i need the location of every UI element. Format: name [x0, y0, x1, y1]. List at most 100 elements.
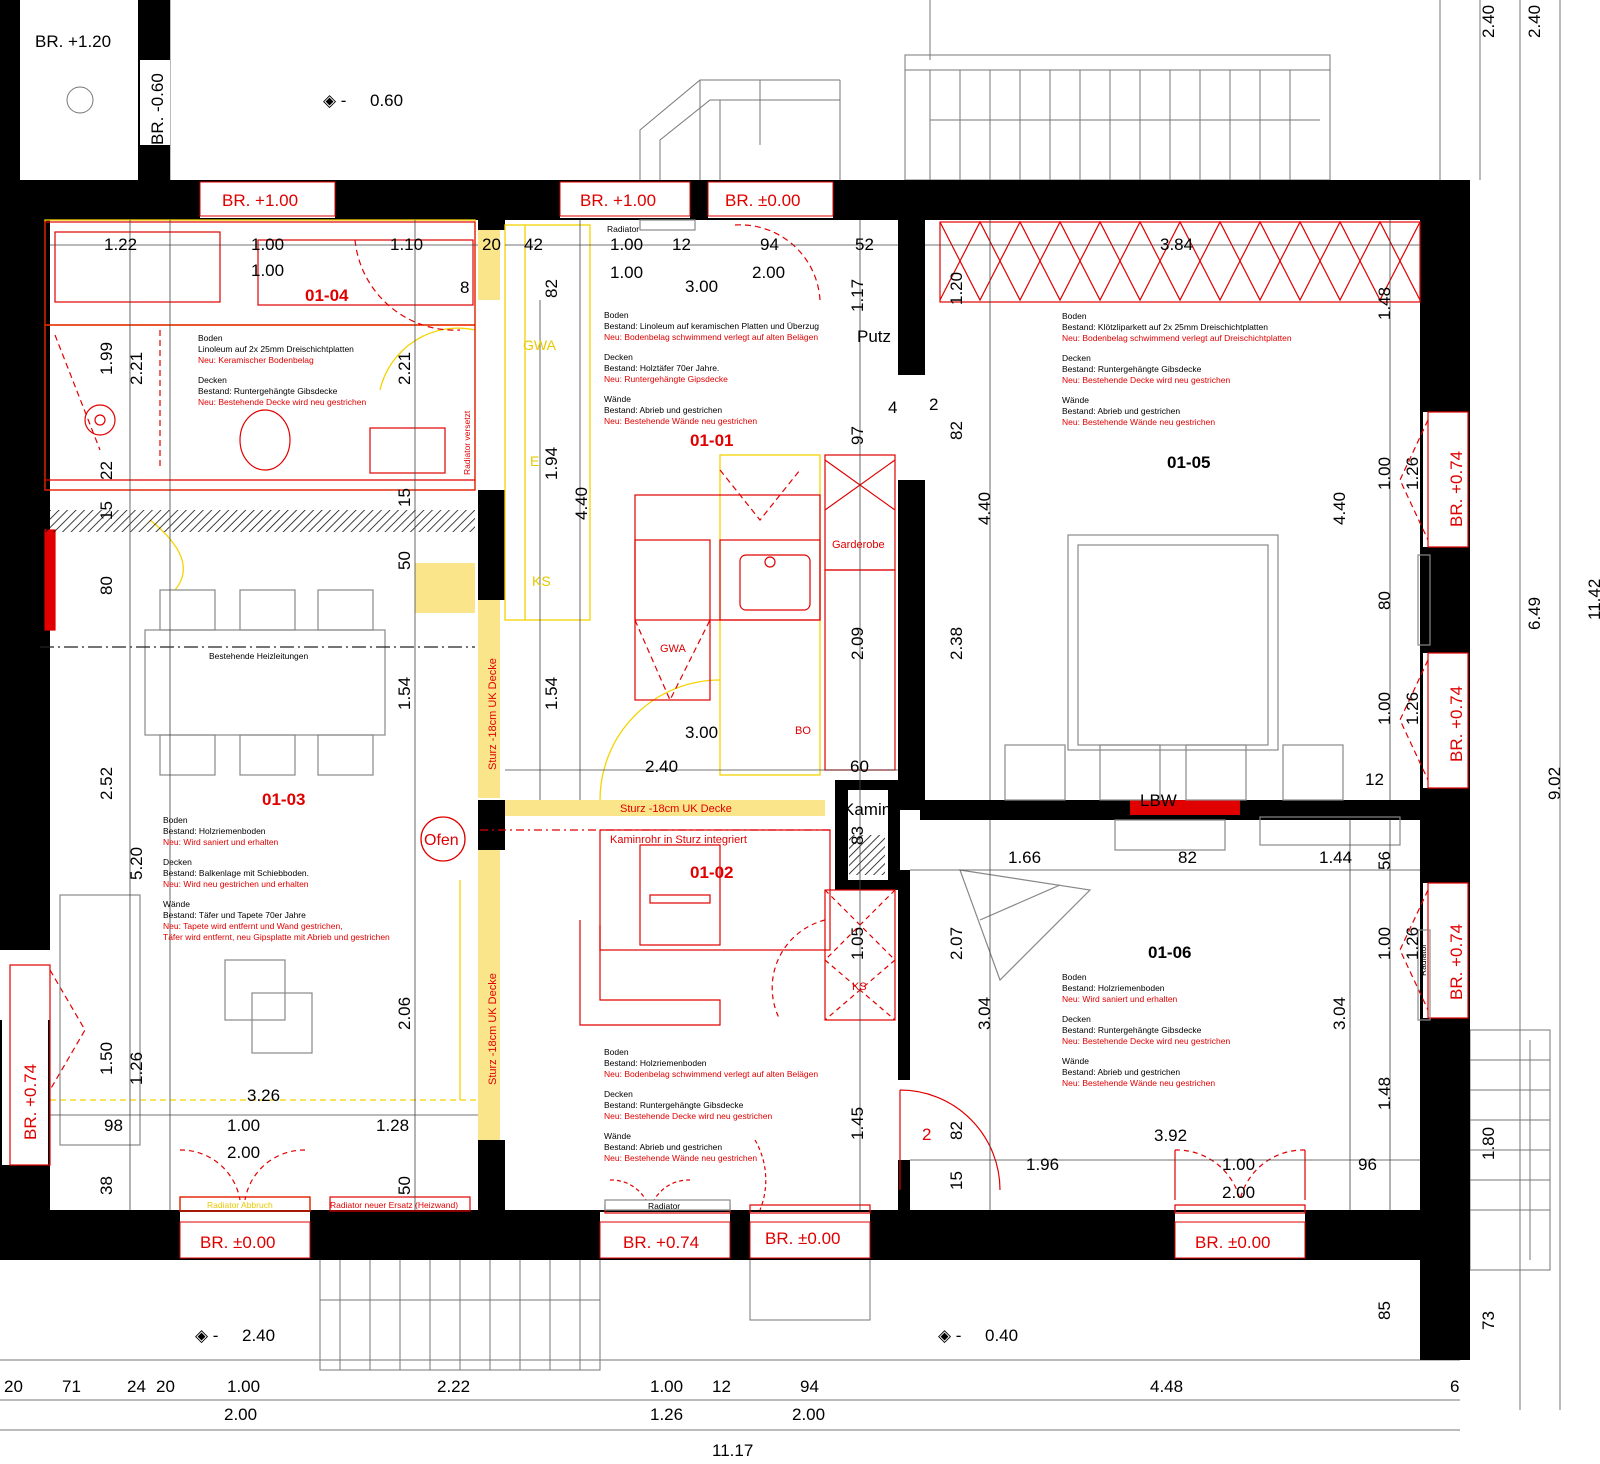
kamin-hatch: [849, 835, 885, 875]
garderobe-label: Garderobe: [832, 539, 885, 551]
dim: 94: [760, 235, 779, 254]
note-line: Wände: [163, 899, 190, 909]
radiator-right-2-label: Radiator: [1418, 944, 1428, 976]
dim-vertical: 1.26: [1403, 927, 1422, 960]
dim: 2.00: [224, 1405, 257, 1424]
room-01-03-id: 01-03: [262, 790, 305, 809]
ofen-label: Ofen: [424, 832, 459, 849]
dim: 20: [902, 235, 921, 254]
dim: 71: [62, 1377, 81, 1396]
level-bottom-left-label: 2.40: [242, 1326, 275, 1345]
dim-vertical: 1.00: [1375, 692, 1394, 725]
dim-vertical: 73: [1479, 1311, 1498, 1330]
dim-vertical: 1.00: [1375, 927, 1394, 960]
dim: 1.22: [104, 235, 137, 254]
dim: 3.84: [1160, 235, 1193, 254]
e-label: E: [530, 453, 539, 469]
dim: 1.00: [1222, 1155, 1255, 1174]
dim-vertical: 80: [1375, 591, 1394, 610]
note-line: Bestand: Holzriemenboden: [1062, 983, 1165, 993]
gray-furniture: [59, 219, 1431, 1211]
notes-01-02: Boden Bestand: Holzriemenboden Neu: Bode…: [604, 1047, 818, 1163]
note-line: Bestand: Abrieb und gestrichen: [1062, 406, 1180, 416]
dims-bottom: 20 71 24 20 1.00 2.22 1.00 12 94 4.48 6 …: [4, 1377, 1459, 1460]
putz-label: Putz: [857, 327, 891, 346]
dim-vertical: 1.26: [127, 1052, 146, 1085]
dim: 6: [1450, 1377, 1459, 1396]
sturz-bar: [505, 800, 825, 816]
opening-bottom-1-label: BR. ±0.00: [200, 1233, 275, 1252]
dim: 52: [855, 235, 874, 254]
br-top-left-label: BR. +1.20: [35, 32, 111, 51]
opening-right-3-label: BR. +0.74: [1447, 924, 1466, 1000]
note-line: Bestand: Runtergehängte Gibsdecke: [604, 1100, 744, 1110]
note-line: Boden: [604, 1047, 629, 1057]
dim-vertical: 50: [395, 1176, 414, 1195]
opening-left-1-label: BR. +0.74: [21, 1064, 40, 1140]
lbw-wall: [1130, 800, 1240, 815]
dim: 1.10: [390, 235, 423, 254]
dim-vertical: 1.00: [1375, 457, 1394, 490]
note-line: Bestand: Abrieb und gestrichen: [604, 1142, 722, 1152]
dim: 3.26: [247, 1086, 280, 1105]
note-line: Neu: Bodenbelag schwimmend verlegt auf a…: [604, 1069, 818, 1079]
note-line: Bestand: Holzriemenboden: [604, 1058, 707, 1068]
opening-top-3-label: BR. ±0.00: [725, 191, 800, 210]
dim: 1.00: [251, 261, 284, 280]
dim: 1.44: [1319, 848, 1352, 867]
dim-vertical: 15: [395, 488, 414, 507]
dim-vertical: 2.21: [127, 352, 146, 385]
dim-vertical: 2.52: [97, 767, 116, 800]
note-line: Neu: Bestehende Decke wird neu gestriche…: [1062, 375, 1230, 385]
note-line: Decken: [198, 375, 227, 385]
note-line: Boden: [1062, 972, 1087, 982]
context-lines: [0, 0, 1561, 1431]
gwa-yellow-label: GWA: [523, 337, 557, 353]
dim: 8: [460, 278, 469, 297]
dimension-lines: [50, 220, 1420, 1210]
dim-vertical: 5.20: [127, 847, 146, 880]
dim: 12: [1365, 770, 1384, 789]
room-01-06-id: 01-06: [1148, 943, 1191, 962]
radiator-versetzt-label: Radiator versetzt: [462, 410, 472, 475]
note-line: Täfer wird entfernt, neu Gipsplatte mit …: [163, 932, 390, 942]
dim-vertical: 1.99: [97, 342, 116, 375]
notes-01-06: Boden Bestand: Holzriemenboden Neu: Wird…: [1062, 972, 1230, 1088]
dim-vertical: 10: [535, 196, 554, 215]
opening-bottom-4-label: BR. ±0.00: [1195, 1233, 1270, 1252]
note-line: Neu: Bestehende Wände neu gestrichen: [1062, 417, 1215, 427]
note-line: Bestand: Abrieb und gestrichen: [1062, 1067, 1180, 1077]
note-line: Neu: Wird neu gestrichen und erhalten: [163, 879, 309, 889]
note-line: Wände: [604, 394, 631, 404]
dim: 30: [1442, 235, 1461, 254]
note-line: Neu: Wird saniert und erhalten: [1062, 994, 1178, 1004]
radiator-top-label: Radiator: [607, 224, 639, 234]
sturz-decke-label: Sturz -18cm UK Decke: [620, 803, 732, 815]
dim-vertical: 1.26: [1403, 692, 1422, 725]
dim: 2: [929, 395, 938, 414]
dim: 1.26: [650, 1405, 683, 1424]
dim-vertical: 83: [848, 826, 867, 845]
dim-vertical: 2.21: [395, 352, 414, 385]
dim-vertical: 1.17: [848, 279, 867, 312]
opening-bottom-2-label: BR. +0.74: [623, 1233, 699, 1252]
dim-vertical: 15: [97, 501, 116, 520]
note-line: Bestand: Runtergehängte Gibsdecke: [1062, 1025, 1202, 1035]
notes-01-05: Boden Bestand: Klötzliparkett auf 2x 25m…: [1062, 311, 1292, 427]
note-line: Wände: [604, 1131, 631, 1141]
dim-vertical: 22: [97, 461, 116, 480]
dim-vertical: 97: [848, 426, 867, 445]
note-line: Neu: Bodenbelag schwimmend verlegt auf a…: [604, 332, 818, 342]
note-line: Boden: [1062, 311, 1087, 321]
dim-vertical: 6.49: [1525, 597, 1544, 630]
dim: 96: [1358, 1155, 1377, 1174]
ks-red-label: KS: [852, 981, 867, 993]
note-line: Neu: Bodenbelag schwimmend verlegt auf D…: [1062, 333, 1292, 343]
dim: 2.00: [227, 1143, 260, 1162]
note-line: Bestand: Abrieb und gestrichen: [604, 405, 722, 415]
level-marker-top-icon: ◈ -: [323, 91, 346, 110]
dim-vertical: 2.09: [848, 627, 867, 660]
room-01-04-id: 01-04: [305, 286, 349, 305]
